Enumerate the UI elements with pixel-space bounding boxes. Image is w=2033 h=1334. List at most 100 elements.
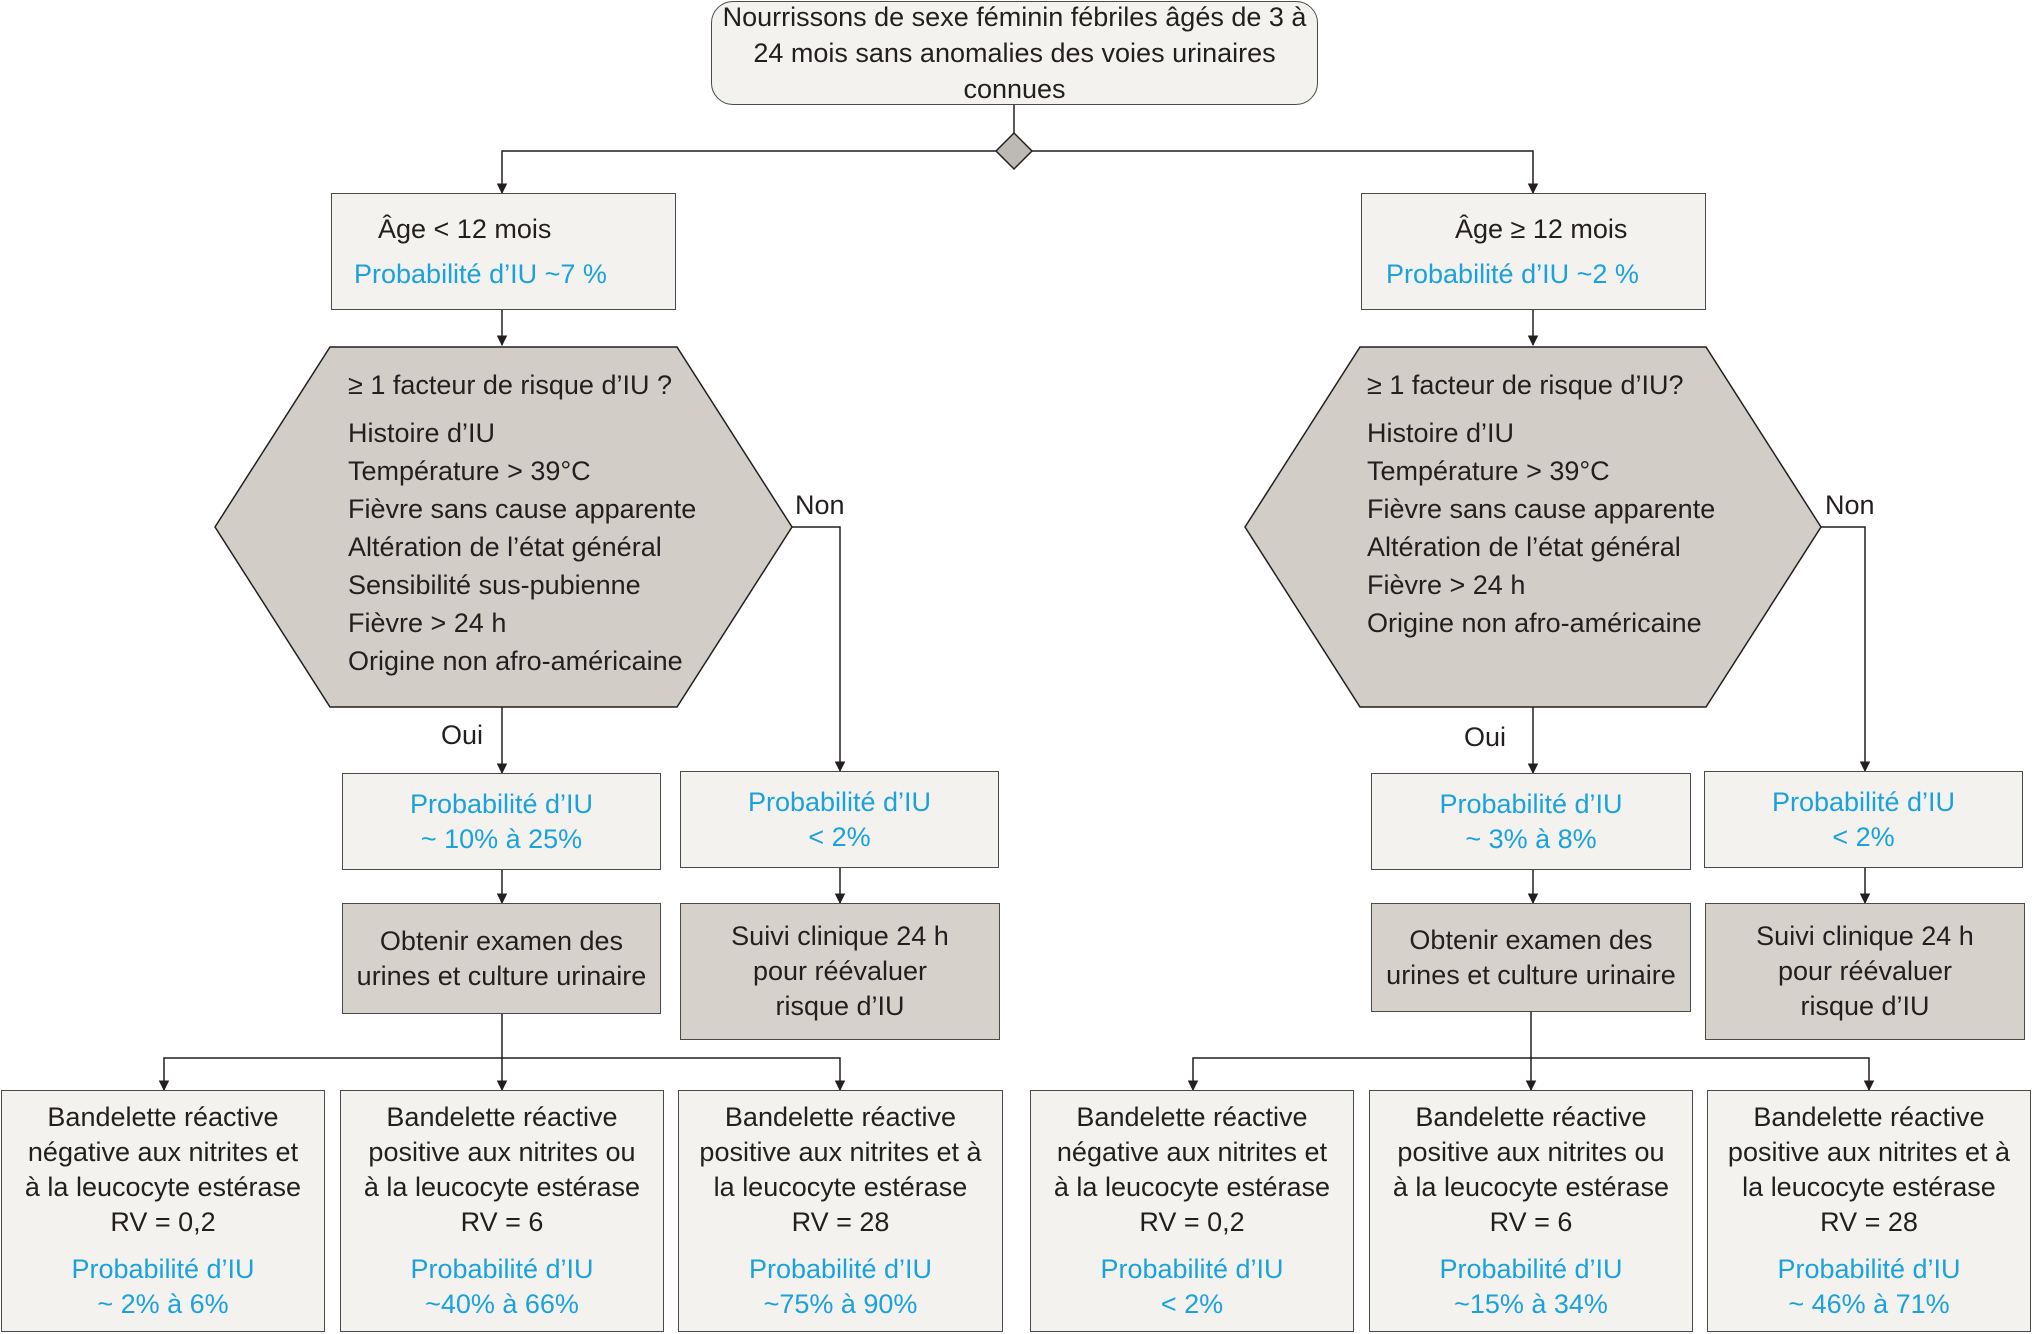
right-risk-question: ≥ 1 facteur de risque d’IU? — [1367, 370, 1684, 400]
result-prob-value: ~ 2% à 6% — [97, 1289, 229, 1319]
result-prob-label: Probabilité d’IU — [1100, 1254, 1284, 1284]
result-text-line: Bandelette réactive — [1753, 1102, 1985, 1132]
left-age-prob: Probabilité d’IU ~7 % — [354, 258, 607, 289]
right-risk-factor: Fièvre > 24 h — [1367, 570, 1526, 600]
right-risk-factor: Origine non afro-américaine — [1367, 608, 1702, 638]
right-risk-factors: ≥ 1 facteur de risque d’IU? Histoire d’I… — [1367, 366, 1715, 642]
left-result-negative-box: Bandelette réactive négative aux nitrite… — [1, 1090, 325, 1332]
result-text-line: positive aux nitrites ou — [368, 1137, 636, 1167]
result-text-line: positive aux nitrites et à — [1727, 1137, 2011, 1167]
left-followup-box: Suivi clinique 24 h pour réévaluer risqu… — [680, 903, 1000, 1040]
result-prob-label: Probabilité d’IU — [71, 1254, 255, 1284]
right-result-positive-or-box: Bandelette réactive positive aux nitrite… — [1369, 1090, 1693, 1332]
left-risk-factor: Fièvre > 24 h — [348, 608, 507, 638]
right-no-prob-box: Probabilité d’IU < 2% — [1704, 771, 2023, 868]
result-text-line: à la leucocyte estérase — [1392, 1172, 1670, 1202]
result-prob-value: < 2% — [1160, 1289, 1224, 1319]
result-prob-value: ~40% à 66% — [425, 1289, 579, 1319]
left-exam-line-1: Obtenir examen des — [379, 925, 624, 956]
left-followup-line-3: risque d’IU — [775, 991, 905, 1021]
left-risk-question: ≥ 1 facteur de risque d’IU ? — [348, 370, 672, 400]
result-prob-value: ~75% à 90% — [763, 1289, 918, 1319]
connector-right-no — [1821, 526, 1871, 773]
root-population-box: Nourrissons de sexe féminin fébriles âgé… — [711, 1, 1318, 105]
left-result-positive-and-box: Bandelette réactive positive aux nitrite… — [678, 1090, 1003, 1332]
likelihood-ratio: RV = 0,2 — [1139, 1207, 1245, 1237]
left-exam-line-2: urines et culture urinaire — [356, 960, 647, 991]
likelihood-ratio: RV = 6 — [1489, 1207, 1573, 1237]
result-text-line: négative aux nitrites et — [27, 1137, 299, 1167]
left-risk-factor: Altération de l’état général — [348, 532, 662, 562]
result-text-line: négative aux nitrites et — [1056, 1137, 1328, 1167]
right-risk-factor: Fièvre sans cause apparente — [1367, 494, 1716, 524]
right-exam-line-2: urines et culture urinaire — [1386, 959, 1676, 990]
connector-left-exam-c — [502, 1057, 846, 1092]
result-text-line: Bandelette réactive — [386, 1102, 618, 1132]
result-prob-label: Probabilité d’IU — [748, 1254, 933, 1284]
result-text-line: Bandelette réactive — [1415, 1102, 1647, 1132]
result-prob-label: Probabilité d’IU — [1439, 1254, 1623, 1284]
left-yes-prob-line-1: Probabilité d’IU — [409, 788, 594, 819]
result-text-line: Bandelette réactive — [724, 1102, 957, 1132]
left-no-label: Non — [795, 490, 845, 520]
result-text-line: à la leucocyte estérase — [363, 1172, 641, 1202]
likelihood-ratio: RV = 0,2 — [110, 1207, 216, 1237]
right-yes-prob-box: Probabilité d’IU ~ 3% à 8% — [1371, 773, 1691, 870]
right-result-positive-and-box: Bandelette réactive positive aux nitrite… — [1707, 1090, 2031, 1332]
left-age-box: Âge < 12 mois Probabilité d’IU ~7 % — [331, 193, 676, 310]
right-risk-factor: Histoire d’IU — [1367, 418, 1515, 448]
right-risk-hexagon — [1244, 346, 1822, 708]
connector-left-exam-a — [158, 1057, 502, 1092]
decision-diamond — [994, 131, 1034, 171]
right-no-label: Non — [1825, 490, 1875, 520]
left-no-prob-box: Probabilité d’IU < 2% — [680, 771, 999, 868]
left-age-title: Âge < 12 mois — [378, 213, 552, 244]
right-exam-box: Obtenir examen des urines et culture uri… — [1371, 903, 1691, 1012]
right-followup-line-2: pour réévaluer — [1777, 956, 1953, 986]
result-text-line: Bandelette réactive — [47, 1102, 279, 1132]
left-risk-hexagon — [214, 346, 793, 708]
right-yes-label: Oui — [1464, 722, 1507, 752]
right-age-prob: Probabilité d’IU ~2 % — [1386, 258, 1639, 289]
right-followup-line-3: risque d’IU — [1800, 991, 1930, 1021]
right-followup-box: Suivi clinique 24 h pour réévaluer risqu… — [1705, 903, 2025, 1040]
right-no-prob-line-2: < 2% — [1832, 821, 1895, 852]
right-no-prob-line-1: Probabilité d’IU — [1771, 786, 1956, 817]
right-exam-line-1: Obtenir examen des — [1409, 924, 1653, 955]
left-risk-factor: Origine non afro-américaine — [348, 646, 683, 676]
result-text-line: la leucocyte estérase — [713, 1172, 968, 1202]
left-no-prob-line-2: < 2% — [808, 821, 871, 852]
right-age-box: Âge ≥ 12 mois Probabilité d’IU ~2 % — [1361, 193, 1706, 310]
left-yes-prob-line-2: ~ 10% à 25% — [420, 823, 583, 854]
connector-right-exam-c — [1531, 1057, 1875, 1092]
left-yes-label: Oui — [441, 720, 484, 750]
likelihood-ratio: RV = 6 — [460, 1207, 544, 1237]
left-risk-factor: Fièvre sans cause apparente — [348, 494, 697, 524]
right-result-negative-box: Bandelette réactive négative aux nitrite… — [1030, 1090, 1354, 1332]
result-prob-label: Probabilité d’IU — [410, 1254, 594, 1284]
left-risk-factor: Sensibilité sus-pubienne — [348, 570, 641, 600]
likelihood-ratio: RV = 28 — [791, 1207, 890, 1237]
result-text-line: à la leucocyte estérase — [24, 1172, 302, 1202]
result-text-line: positive aux nitrites ou — [1397, 1137, 1665, 1167]
connector-right-exam-a — [1187, 1057, 1531, 1092]
root-line-2: 24 mois sans anomalies des voies urinair… — [753, 38, 1276, 104]
connector-to-left-age — [496, 150, 996, 195]
left-risk-factor: Température > 39°C — [348, 456, 591, 486]
left-risk-factors: ≥ 1 facteur de risque d’IU ? Histoire d’… — [348, 366, 696, 680]
likelihood-ratio: RV = 28 — [1820, 1207, 1918, 1237]
right-age-title: Âge ≥ 12 mois — [1455, 213, 1628, 244]
result-prob-label: Probabilité d’IU — [1777, 1254, 1961, 1284]
result-prob-value: ~ 46% à 71% — [1788, 1289, 1950, 1319]
right-followup-line-1: Suivi clinique 24 h — [1756, 921, 1974, 951]
left-result-positive-or-box: Bandelette réactive positive aux nitrite… — [340, 1090, 664, 1332]
left-exam-box: Obtenir examen des urines et culture uri… — [342, 903, 661, 1014]
right-yes-prob-line-2: ~ 3% à 8% — [1465, 823, 1597, 854]
result-prob-value: ~15% à 34% — [1454, 1289, 1608, 1319]
result-text-line: la leucocyte estérase — [1742, 1172, 1996, 1202]
left-no-prob-line-1: Probabilité d’IU — [747, 786, 932, 817]
right-yes-prob-line-1: Probabilité d’IU — [1439, 788, 1623, 819]
connector-left-no — [792, 526, 846, 773]
right-risk-factor: Température > 39°C — [1367, 456, 1610, 486]
